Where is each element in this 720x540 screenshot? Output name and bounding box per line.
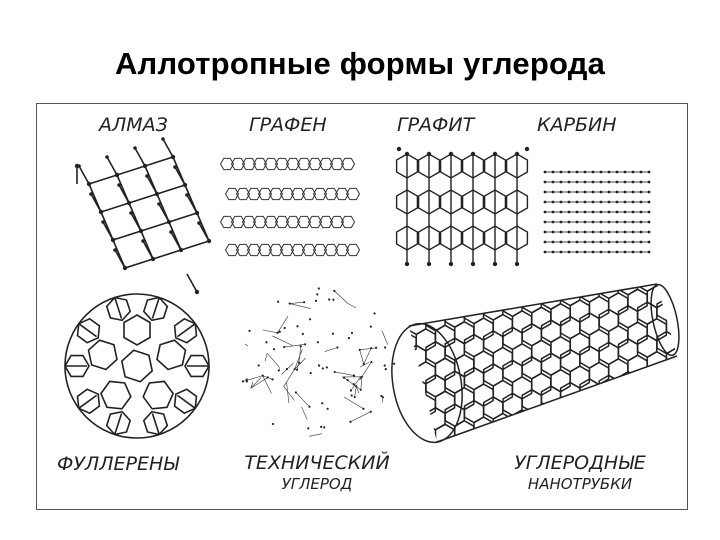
allotropes-figure: Алмаз Графен Графит Карбин Фуллерены Тех… <box>36 103 688 510</box>
label-nanotubes: Углеродные нанотрубки <box>514 452 646 494</box>
slide-title: Аллотропные формы углерода <box>114 46 606 81</box>
label-graphene: Графен <box>249 114 327 136</box>
graphene-structure-illustration <box>219 157 361 257</box>
diamond-structure-illustration <box>74 137 212 295</box>
carbyne-structure-illustration <box>543 170 651 254</box>
label-diamond: Алмаз <box>99 114 168 136</box>
fullerene-structure-illustration <box>64 293 210 439</box>
label-graphite: Графит <box>397 114 475 136</box>
label-fullerenes: Фуллерены <box>57 453 179 475</box>
label-carbyne: Карбин <box>537 114 617 136</box>
technical-carbon-structure-illustration <box>241 287 396 437</box>
graphite-structure-illustration <box>395 146 530 267</box>
allotropes-illustration <box>64 137 680 444</box>
label-technical-carbon: Технический углерод <box>244 452 390 494</box>
